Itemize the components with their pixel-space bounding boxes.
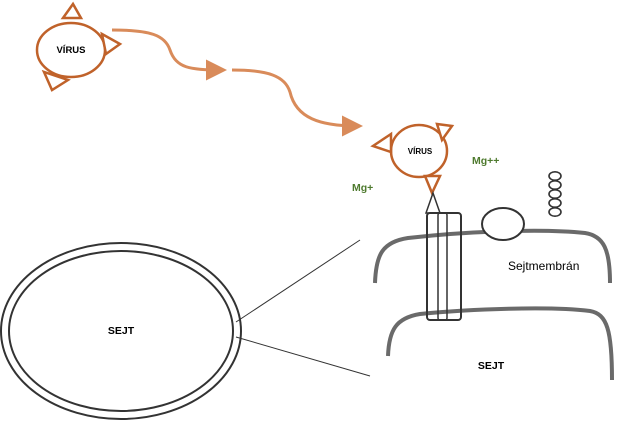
motion-arrow-1 xyxy=(111,28,227,81)
virus-large-spike-bottom xyxy=(41,69,71,92)
virus-small-label: VÍRUS xyxy=(408,147,433,156)
bead xyxy=(548,189,562,200)
channel-protein-outer xyxy=(426,212,462,321)
cell-left: SEJT xyxy=(0,242,242,420)
virus-small: VÍRUS xyxy=(370,122,455,197)
virus-small-spike-right xyxy=(435,122,455,143)
bead xyxy=(548,198,562,209)
bead-chain-protein xyxy=(548,171,562,218)
virus-large-label: VÍRUS xyxy=(56,45,85,56)
cell-left-outer-membrane xyxy=(0,242,242,420)
cell-right-label: SEJT xyxy=(478,360,505,372)
virus-large-spike-right xyxy=(100,31,123,57)
cell-left-label: SEJT xyxy=(108,325,135,337)
membrane-label: Sejtmembrán xyxy=(508,259,579,273)
bead xyxy=(548,171,562,182)
virus-small-spike-left xyxy=(370,131,393,154)
ion-label-mg-single: Mg+ xyxy=(352,182,373,194)
membrane-inner-curve xyxy=(386,306,614,381)
channel-protein xyxy=(424,190,462,321)
motion-arrow-2 xyxy=(231,68,363,137)
membrane-section: Sejtmembrán SEJT xyxy=(373,171,614,381)
channel-protein-core xyxy=(437,212,448,321)
virus-large: VÍRUS xyxy=(35,1,123,92)
bead xyxy=(548,180,562,191)
bead xyxy=(548,207,562,218)
cell-left-inner-membrane xyxy=(8,250,234,412)
virus-large-spike-top xyxy=(60,1,84,20)
ion-label-mg-double: Mg++ xyxy=(472,155,499,167)
virus-small-spike-bottom xyxy=(423,174,442,197)
zoom-line-top xyxy=(235,239,361,323)
membrane-receptor xyxy=(481,207,525,241)
zoom-line-bottom xyxy=(235,336,371,377)
channel-protein-tip xyxy=(424,190,442,214)
